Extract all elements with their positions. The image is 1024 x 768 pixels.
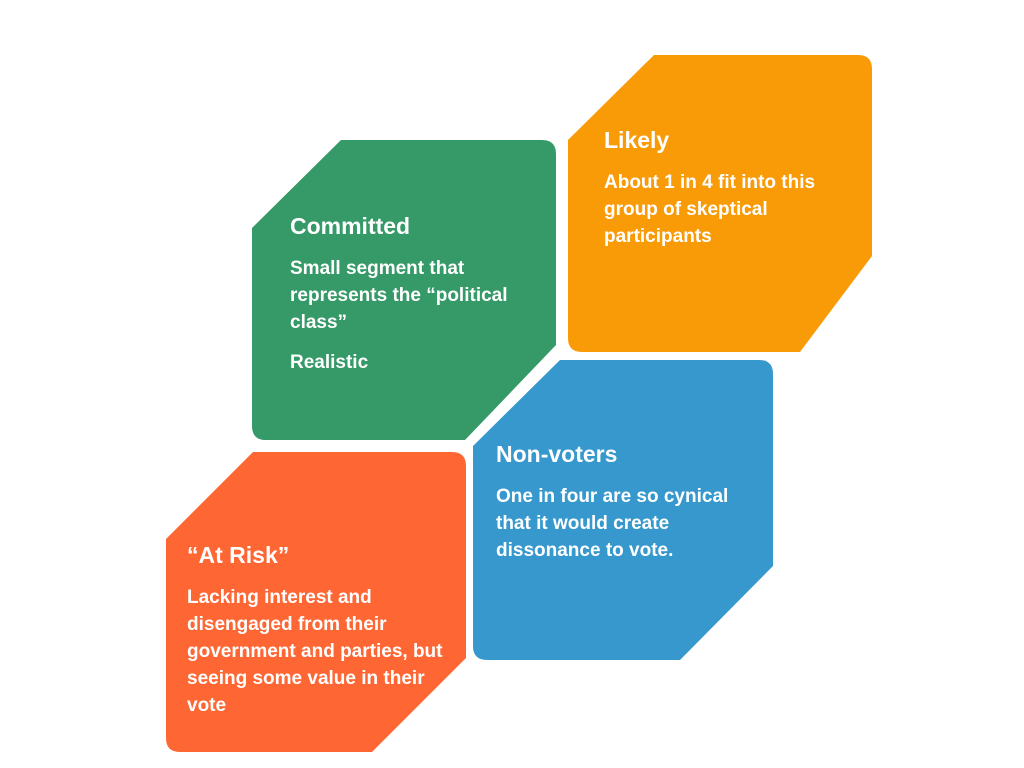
committed-title: Committed — [290, 213, 411, 239]
likely-card: Likely About 1 in 4 fit into this group … — [604, 126, 859, 263]
committed-description: Small segment that represents the “polit… — [290, 258, 508, 333]
atrisk-description: Lacking interest and disengaged from the… — [187, 587, 443, 716]
atrisk-title: “At Risk” — [187, 542, 290, 568]
nonvoters-description: One in four are so cynical that it would… — [496, 486, 729, 561]
nonvoters-card-shape — [473, 360, 773, 660]
likely-card-shape — [568, 55, 872, 352]
nonvoters-card: Non-voters One in four are so cynical th… — [496, 440, 758, 577]
committed-note: Realistic — [290, 352, 369, 373]
committed-card-shape — [252, 140, 556, 440]
likely-title: Likely — [604, 127, 670, 153]
atrisk-card-shape — [166, 452, 466, 752]
committed-card: Committed Small segment that represents … — [290, 212, 540, 389]
likely-description: About 1 in 4 fit into this group of skep… — [604, 172, 816, 247]
nonvoters-title: Non-voters — [496, 441, 618, 467]
atrisk-card: “At Risk” Lacking interest and disengage… — [187, 541, 452, 732]
